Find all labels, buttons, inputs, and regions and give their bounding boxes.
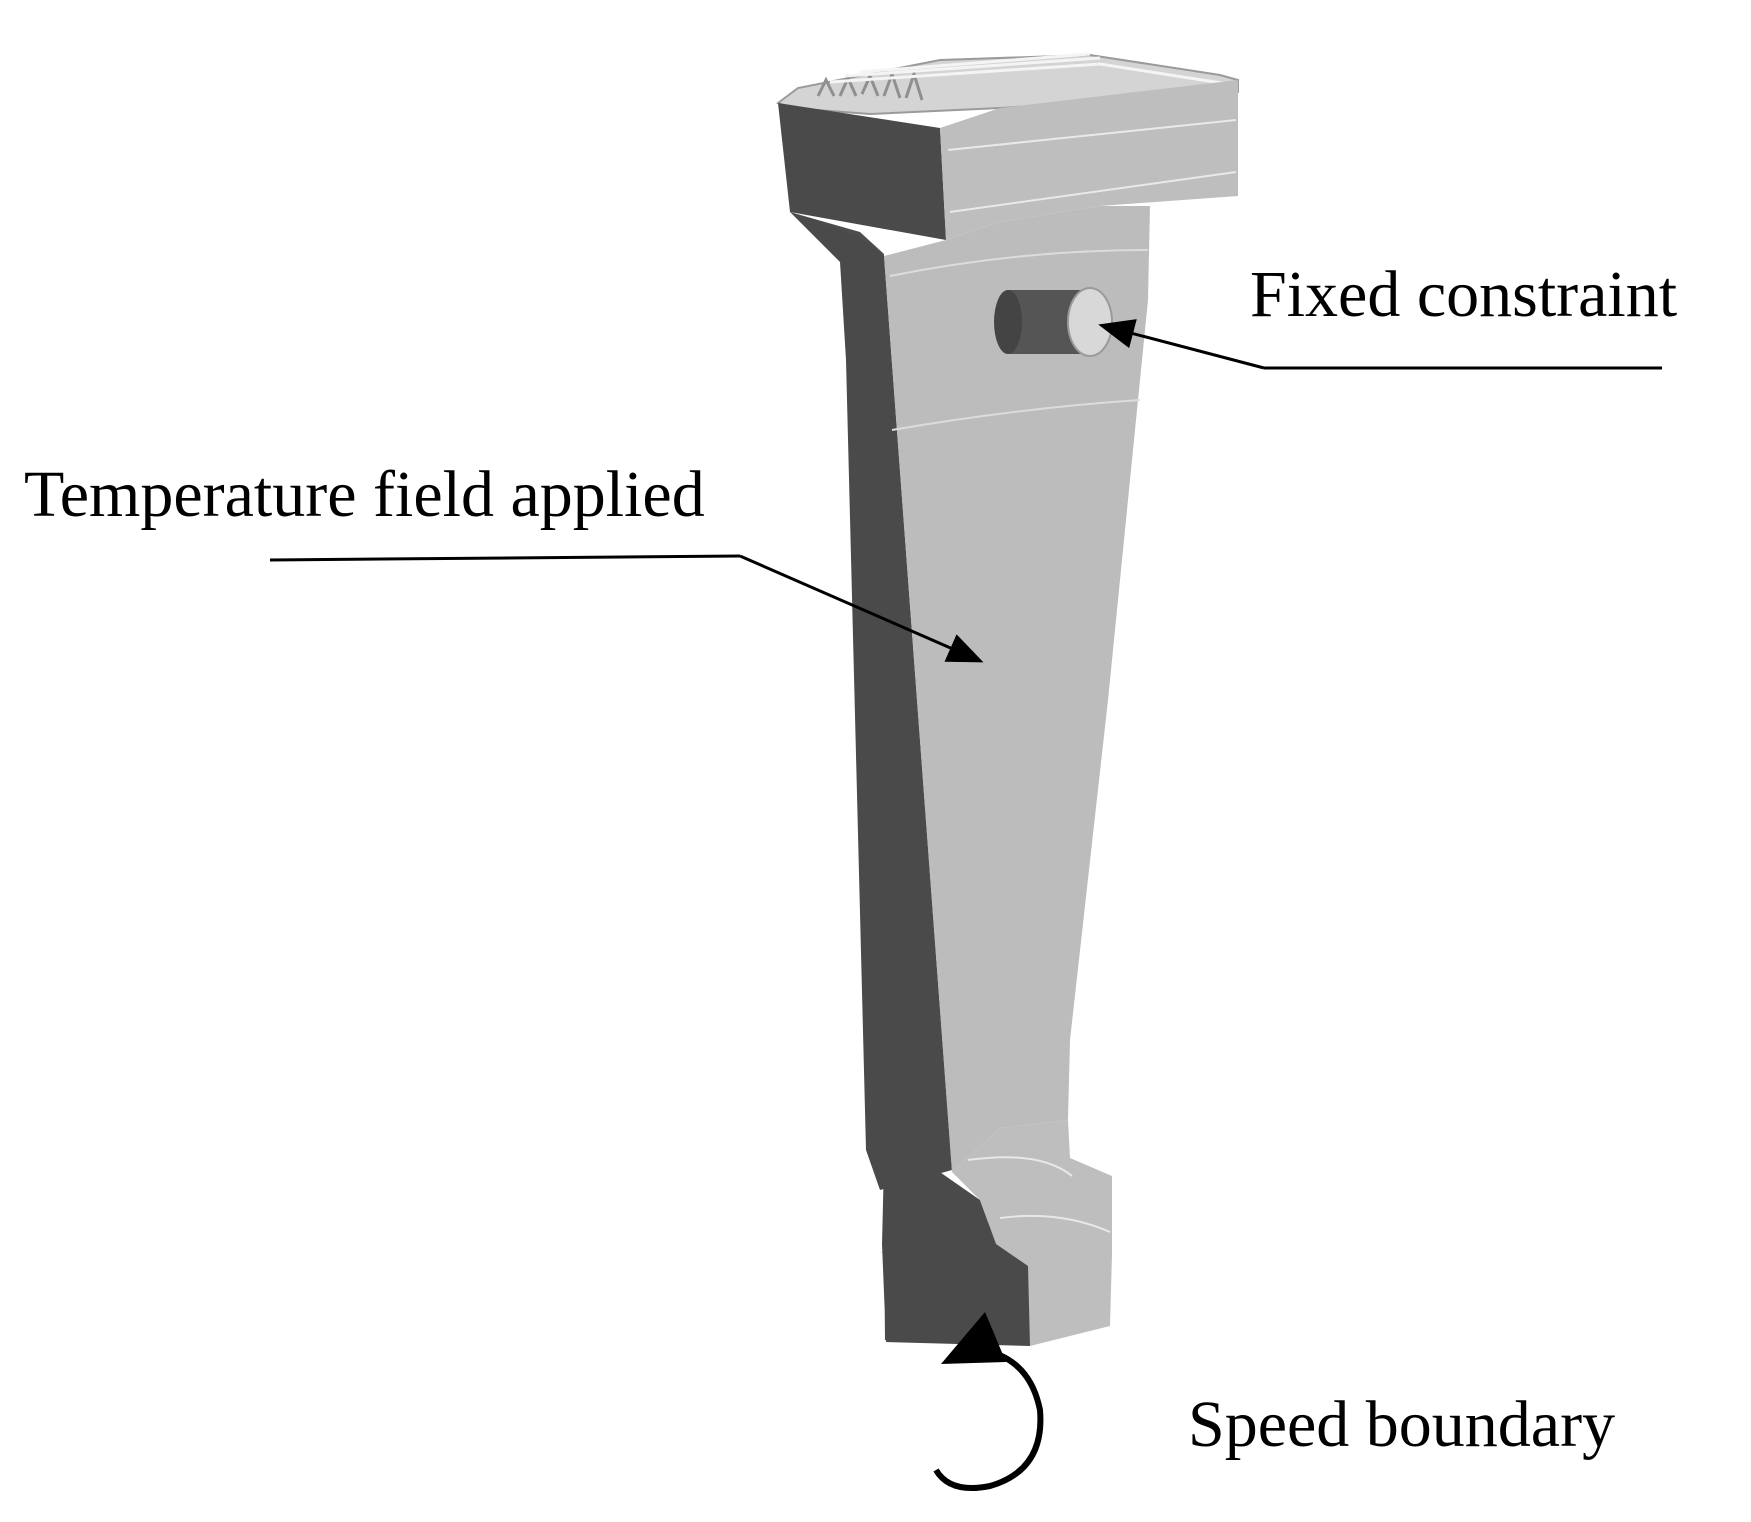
shroud-face-lines <box>967 1156 1111 1233</box>
fixed-constraint-leader <box>1098 319 1662 370</box>
root-dark-face <box>778 103 946 240</box>
temperature-field-leader <box>269 554 984 663</box>
upper-root <box>776 52 1239 240</box>
airfoil-face-lines <box>889 249 1149 431</box>
airfoil-dark-strip <box>790 212 952 1190</box>
airfoil-light-face <box>884 206 1150 1172</box>
fixed-constraint-label: Fixed constraint <box>1250 258 1678 331</box>
lower-shroud <box>882 1120 1112 1346</box>
shroud-light-face <box>952 1120 1112 1346</box>
root-face-lines <box>947 119 1237 213</box>
root-serrations <box>816 69 924 101</box>
cylinder-pin-icon <box>994 287 1113 357</box>
root-light-face <box>940 80 1238 240</box>
root-top-lines <box>829 52 1229 86</box>
temperature-field-label: Temperature field applied <box>24 458 705 531</box>
airfoil-body <box>790 206 1150 1262</box>
temperature-field-arrow <box>739 554 984 663</box>
fixed-constraint-arrow <box>1098 319 1265 370</box>
curved-rotation-arrow-icon <box>933 1312 1044 1491</box>
shroud-dark-face <box>882 1162 1030 1346</box>
speed-boundary-label: Speed boundary <box>1188 1388 1616 1461</box>
